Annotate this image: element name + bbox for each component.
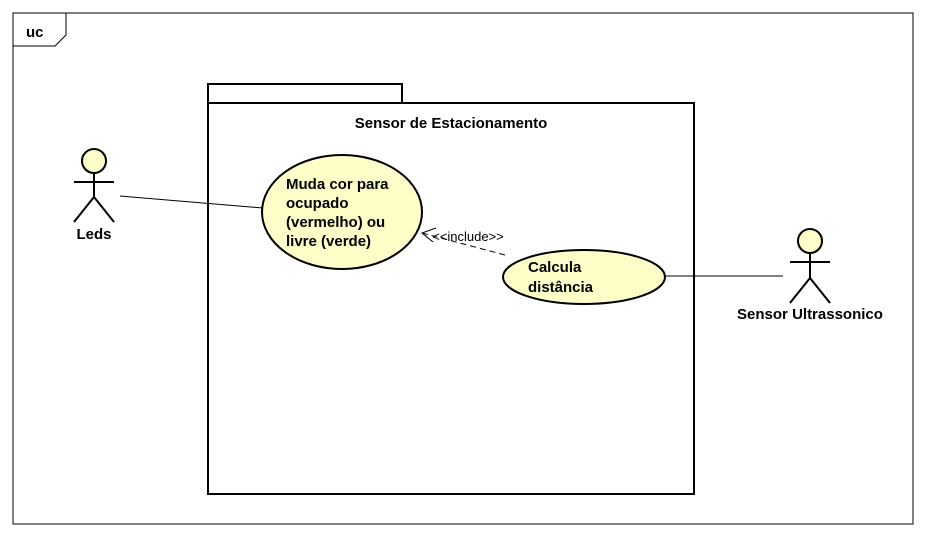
use-case-line-4: livre (verde) (286, 233, 371, 250)
use-case-line-1: Calcula (528, 259, 582, 276)
actor-sensor-ultrassonico[interactable]: Sensor Ultrassonico (737, 228, 883, 323)
use-case-muda-cor[interactable]: Muda cor para ocupado (vermelho) ou livr… (261, 154, 423, 270)
frame-label-tab (13, 13, 67, 47)
use-case-ellipse (502, 249, 666, 305)
include-relation: <<include>> (420, 227, 506, 256)
actor-name: Sensor Ultrassonico (737, 306, 883, 323)
package-tab (207, 83, 403, 105)
actor-leds[interactable]: Leds (73, 148, 115, 243)
actor-name: Leds (76, 226, 111, 243)
include-dashed-line (421, 232, 506, 256)
use-case-calcula-distancia[interactable]: Calcula distância (502, 249, 666, 305)
use-case-line-2: ocupado (286, 195, 349, 212)
use-case-line-2: distância (528, 279, 594, 296)
include-label: <<include>> (432, 229, 504, 244)
use-case-line-3: (vermelho) ou (286, 214, 385, 231)
actor-stick-figure-icon (73, 148, 115, 223)
association-leds-muda-cor (119, 195, 264, 209)
actor-stick-figure-icon (789, 228, 831, 304)
include-arrowhead (420, 227, 437, 243)
use-case-ellipse (261, 154, 423, 270)
use-case-line-1: Muda cor para (286, 176, 389, 193)
system-name: Sensor de Estacionamento (355, 115, 548, 132)
frame-label: uc (26, 24, 44, 41)
